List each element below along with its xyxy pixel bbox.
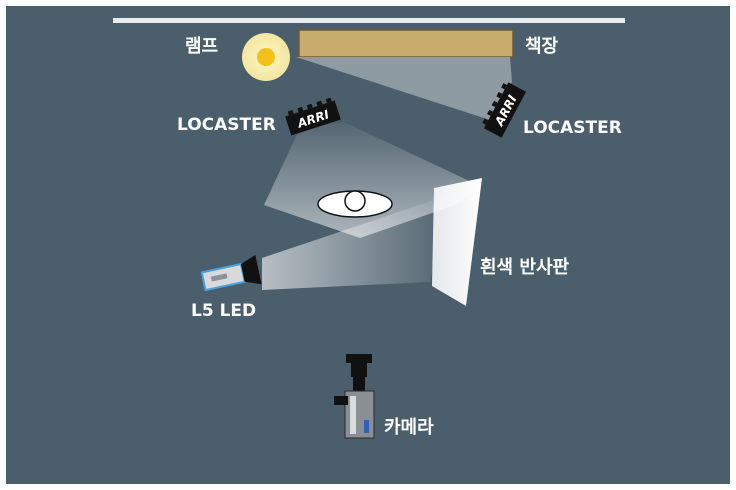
camera-label: 카메라 bbox=[384, 417, 434, 438]
wall bbox=[113, 18, 625, 23]
locaster-left-icon: ARRI bbox=[285, 97, 341, 136]
l5-led-icon bbox=[200, 254, 262, 292]
subject-icon bbox=[317, 190, 393, 218]
locaster-left-label: LOCASTER bbox=[177, 115, 276, 135]
locaster-right-label: LOCASTER bbox=[523, 118, 622, 138]
lamp-icon bbox=[242, 33, 290, 81]
lamp-label: 램프 bbox=[185, 36, 219, 57]
bookshelf-label: 책장 bbox=[525, 36, 559, 57]
white-reflector bbox=[432, 178, 482, 306]
reflector-label: 흰색 반사판 bbox=[480, 257, 570, 278]
bookshelf bbox=[298, 29, 514, 58]
light-beam-led bbox=[262, 196, 446, 290]
camera-icon bbox=[334, 354, 375, 439]
light-beam-bookshelf bbox=[296, 57, 512, 120]
l5-led-label: L5 LED bbox=[191, 301, 257, 321]
